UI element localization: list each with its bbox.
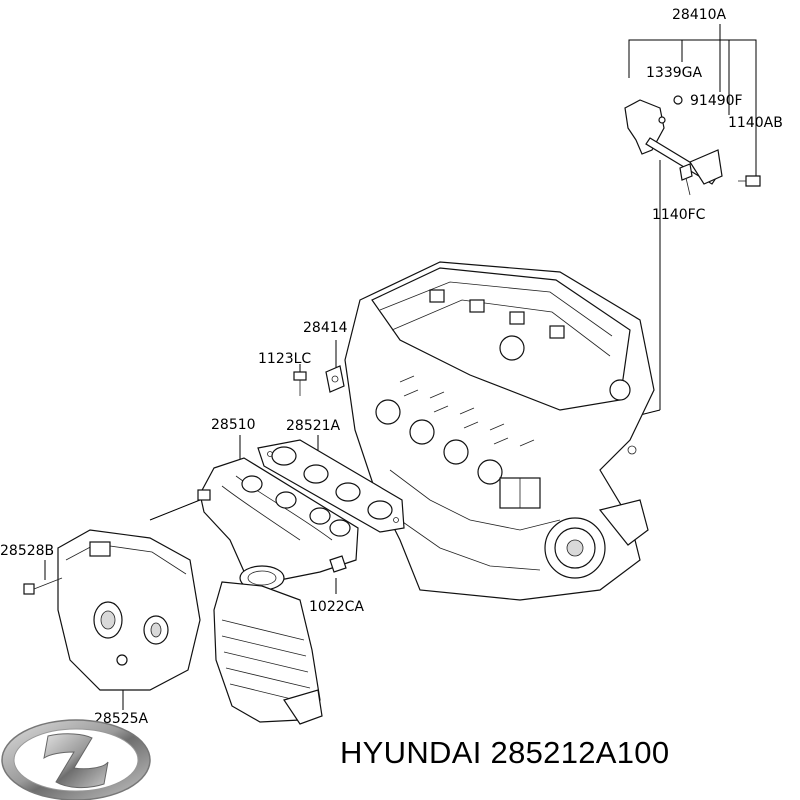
callout-28414: 28414 (303, 320, 348, 336)
callout-91490F: 91490F (690, 93, 743, 109)
callout-1140AB: 1140AB (728, 115, 783, 131)
callout-1022CA: 1022CA (309, 599, 364, 615)
heat-shield-28525A (57, 529, 201, 691)
caption-brand-part-number: HYUNDAI 285212A100 (340, 735, 670, 770)
callout-28521A: 28521A (286, 418, 341, 434)
callout-28410A: 28410A (672, 7, 727, 23)
engine-block (344, 261, 655, 601)
callout-1123LC: 1123LC (258, 351, 311, 367)
catalytic-converter (213, 581, 323, 725)
callout-28528B: 28528B (0, 543, 54, 559)
callout-1339GA: 1339GA (646, 65, 702, 81)
callout-1140FC: 1140FC (652, 207, 706, 223)
gasket-28521A (257, 439, 405, 533)
callout-28510: 28510 (211, 417, 256, 433)
bracket-28410A (624, 95, 761, 196)
bolt-1123LC (293, 371, 307, 396)
hyundai-logo-icon (1, 719, 151, 800)
nut-1022CA (329, 555, 347, 573)
bracket-28414 (325, 365, 345, 393)
exhaust-manifold-28510 (197, 457, 359, 591)
bolt-28528B (23, 577, 63, 595)
